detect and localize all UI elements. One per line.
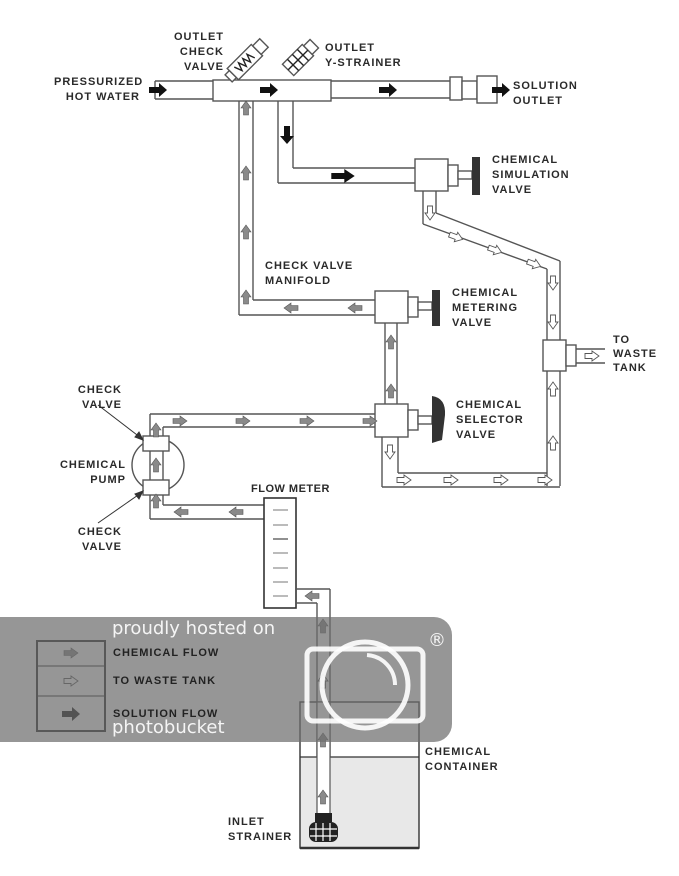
check-valve-bottom (142, 479, 170, 496)
simulation-valve-stem (447, 164, 459, 187)
metering-valve-body (374, 290, 409, 324)
legend-label-chemical-flow: CHEMICAL FLOW (113, 647, 220, 659)
waste-arrow (486, 242, 504, 258)
solution-arrow (149, 83, 167, 97)
chemical-arrow (347, 302, 363, 314)
waste-arrow (493, 474, 509, 486)
chemical-arrow (172, 415, 188, 427)
chemical-arrow (235, 415, 251, 427)
leader-lines (97, 404, 145, 524)
chemical-arrow (299, 415, 315, 427)
watermark-line2: photobucket (112, 717, 225, 738)
label-inlet-strainer: INLET STRAINER (228, 816, 293, 843)
chemical-arrow (385, 334, 397, 350)
outlet-y-strainer (281, 38, 320, 77)
waste-arrow (396, 474, 412, 486)
label-chemical-simulation-valve: CHEMICAL SIMULATION VALVE (492, 154, 570, 196)
waste-arrow (537, 474, 553, 486)
chemical-arrow (240, 100, 252, 116)
flow-meter-graduations (273, 509, 288, 597)
label-chemical-container: CHEMICAL CONTAINER (425, 746, 499, 773)
label-check-valve-bottom: CHECK VALVE (77, 526, 122, 553)
selector-to-metering-pipe (384, 323, 398, 404)
label-chemical-metering-valve: CHEMICAL METERING VALVE (452, 287, 519, 329)
inlet-strainer (309, 813, 338, 842)
waste-arrow (384, 444, 396, 460)
waste-arrow (447, 229, 465, 245)
outlet-check-valve (224, 37, 270, 83)
waste-arrow (547, 314, 559, 330)
watermark-registered-mark: ® (428, 630, 446, 651)
photobucket-watermark: proudly hosted on photobucket ® (0, 617, 452, 742)
waste-arrow (424, 205, 436, 221)
selector-valve-body (374, 403, 409, 438)
label-chemical-selector-valve: CHEMICAL SELECTOR VALVE (456, 399, 524, 441)
label-outlet-y-strainer: OUTLET Y-STRAINER (325, 42, 402, 69)
chemical-arrow (150, 422, 162, 438)
label-outlet-check-valve: OUTLET CHECK VALVE (174, 31, 224, 73)
chemical-arrow (240, 224, 252, 240)
label-flow-meter: FLOW METER (251, 483, 330, 495)
check-valve-top (142, 435, 170, 452)
waste-line (422, 191, 561, 486)
selector-valve-handle[interactable] (432, 396, 446, 443)
chemical-arrow (283, 302, 299, 314)
chemical-arrow (173, 506, 189, 518)
camera-logo-icon (304, 639, 426, 731)
outlet-pipe (331, 80, 450, 99)
metering-valve-handle[interactable] (432, 290, 440, 326)
check-valve-manifold-pipe (238, 101, 375, 316)
label-check-valve-manifold: CHECK VALVE MANIFOLD (265, 260, 354, 287)
waste-tee (542, 339, 567, 372)
waste-arrow (547, 381, 559, 397)
chemical-arrow (228, 506, 244, 518)
solution-arrow (379, 83, 397, 97)
waste-arrow (443, 474, 459, 486)
solution-arrow (280, 126, 294, 144)
chemical-arrow (385, 383, 397, 399)
legend-label-to-waste-tank: TO WASTE TANK (113, 675, 217, 687)
pump-discharge-pipe (149, 413, 375, 436)
simulation-valve-handle[interactable] (472, 157, 480, 195)
solution-arrow (331, 169, 355, 183)
simulation-branch-pipe (277, 101, 415, 184)
chemical-arrow (150, 493, 162, 509)
chemical-arrow (240, 165, 252, 181)
watermark-line1: proudly hosted on (112, 618, 276, 639)
pump-suction-pipe (149, 495, 264, 520)
label-to-waste-tank: TO WASTE TANK (613, 334, 658, 374)
waste-arrow (525, 256, 543, 272)
label-solution-outlet: SOLUTION OUTLET (513, 80, 578, 107)
label-check-valve-top: CHECK VALVE (77, 384, 122, 411)
waste-arrow (547, 275, 559, 291)
legend-label-solution-flow: SOLUTION FLOW (113, 708, 219, 720)
waste-arrow (547, 435, 559, 451)
simulation-valve-body (414, 158, 449, 192)
chemical-arrow (240, 289, 252, 305)
outlet-fitting-1 (449, 76, 463, 101)
chemical-arrow (304, 590, 320, 602)
outlet-fitting-2 (461, 80, 478, 100)
label-pressurized-hot-water: PRESSURIZED HOT WATER (54, 76, 144, 103)
waste-arrow (584, 350, 600, 362)
label-chemical-pump: CHEMICAL PUMP (59, 459, 126, 486)
selector-waste-pipe (381, 437, 560, 488)
